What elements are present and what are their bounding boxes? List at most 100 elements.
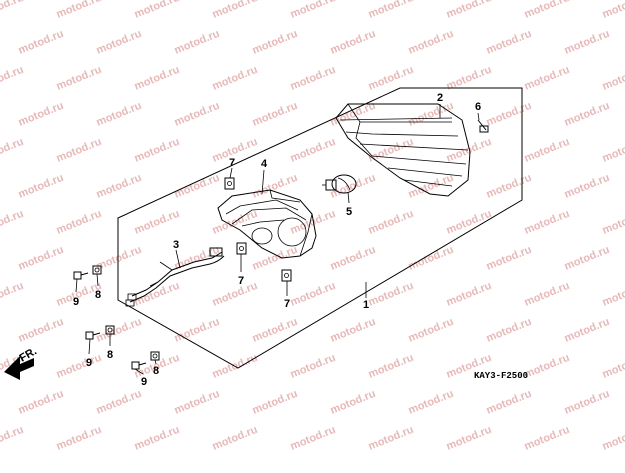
watermark-text: motod.ru (563, 172, 612, 201)
watermark-text: motod.ru (367, 0, 416, 21)
watermark-text: motod.ru (523, 64, 572, 93)
watermark-text: motod.ru (407, 388, 456, 417)
watermark-text: motod.ru (17, 100, 66, 129)
watermark-text: motod.ru (407, 316, 456, 345)
watermark-text: motod.ru (523, 424, 572, 453)
clip-bottom (281, 269, 292, 282)
watermark-text: motod.ru (0, 136, 25, 165)
watermark-text: motod.ru (445, 0, 494, 21)
watermark-text: motod.ru (367, 352, 416, 381)
watermark-text: motod.ru (251, 316, 300, 345)
watermark-text: motod.ru (173, 172, 222, 201)
watermark-text: motod.ru (407, 244, 456, 273)
watermark-text: motod.ru (95, 316, 144, 345)
watermark-text: motod.ru (563, 100, 612, 129)
callout-8-mid: 8 (107, 349, 113, 361)
screw-top-right (477, 119, 489, 133)
watermark-text: motod.ru (445, 424, 494, 453)
lamp-housing (217, 189, 317, 259)
watermark-text: motod.ru (367, 280, 416, 309)
watermark-text: motod.ru (17, 244, 66, 273)
watermark-text: motod.ru (133, 64, 182, 93)
watermark-text: motod.ru (95, 100, 144, 129)
watermark-text: motod.ru (55, 352, 104, 381)
watermark-text: motod.ru (173, 388, 222, 417)
callout-1: 1 (363, 299, 369, 311)
watermark-text: motod.ru (211, 280, 260, 309)
bolt-mid (85, 331, 101, 340)
watermark-text: motod.ru (0, 424, 25, 453)
watermark-text: motod.ru (133, 280, 182, 309)
callout-7-mid: 7 (238, 275, 244, 287)
watermark-text: motod.ru (289, 0, 338, 21)
watermark-text: motod.ru (173, 28, 222, 57)
watermark-text: motod.ru (0, 208, 25, 237)
watermark-text: motod.ru (563, 244, 612, 273)
watermark-text: motod.ru (17, 316, 66, 345)
watermark-text: motod.ru (55, 64, 104, 93)
watermark-layer: motod.ru motod.ru motod.ru motod.ru motod.ru… (0, 0, 625, 453)
watermark-text: motod.ru (601, 136, 625, 165)
watermark-text: motod.ru (367, 136, 416, 165)
watermark-text: motod.ru (563, 316, 612, 345)
watermark-text: motod.ru (251, 28, 300, 57)
watermark-text: motod.ru (523, 136, 572, 165)
watermark-text: motod.ru (55, 136, 104, 165)
bolt-top (73, 271, 89, 280)
watermark-text: motod.ru (329, 244, 378, 273)
watermark-text: motod.ru (523, 280, 572, 309)
watermark-text: motod.ru (601, 208, 625, 237)
callout-9-bottom: 9 (141, 376, 147, 388)
watermark-text: motod.ru (133, 208, 182, 237)
watermark-text: motod.ru (251, 244, 300, 273)
watermark-text: motod.ru (485, 28, 534, 57)
watermark-text: motod.ru (329, 28, 378, 57)
watermark-text: motod.ru (133, 136, 182, 165)
watermark-text: motod.ru (95, 172, 144, 201)
tail-lens (335, 103, 471, 197)
watermark-text: motod.ru (289, 424, 338, 453)
watermark-text: motod.ru (523, 352, 572, 381)
assembly-outline (117, 87, 523, 369)
watermark-text: motod.ru (0, 280, 25, 309)
watermark-text: motod.ru (0, 0, 25, 21)
watermark-text: motod.ru (445, 280, 494, 309)
watermark-text: motod.ru (329, 316, 378, 345)
watermark-text: motod.ru (17, 28, 66, 57)
callout-6: 6 (475, 101, 481, 113)
watermark-text: motod.ru (485, 100, 534, 129)
watermark-text: motod.ru (601, 0, 625, 21)
watermark-text: motod.ru (445, 208, 494, 237)
watermark-text: motod.ru (601, 424, 625, 453)
watermark-text: motod.ru (55, 208, 104, 237)
callout-5: 5 (346, 206, 352, 218)
watermark-text: motod.ru (563, 28, 612, 57)
watermark-text: motod.ru (95, 28, 144, 57)
watermark-text: motod.ru (211, 424, 260, 453)
watermark-text: motod.ru (485, 388, 534, 417)
callout-8-bottom: 8 (153, 365, 159, 377)
watermark-text: motod.ru (329, 388, 378, 417)
watermark-text: motod.ru (55, 424, 104, 453)
watermark-text: motod.ru (289, 64, 338, 93)
watermark-text: motod.ru (0, 64, 25, 93)
clip-mid (236, 242, 247, 255)
watermark-text: motod.ru (211, 64, 260, 93)
front-direction-arrow: FR. (4, 345, 39, 380)
watermark-text: motod.ru (173, 100, 222, 129)
bulb (322, 174, 357, 194)
callout-8-top: 8 (95, 289, 101, 301)
watermark-text: motod.ru (55, 0, 104, 21)
watermark-text: motod.ru (523, 208, 572, 237)
watermark-text: motod.ru (485, 172, 534, 201)
watermark-text: motod.ru (601, 280, 625, 309)
watermark-text: motod.ru (133, 424, 182, 453)
watermark-text: motod.ru (251, 100, 300, 129)
watermark-text: motod.ru (289, 280, 338, 309)
drawing-code: KAY3-F2500 (474, 371, 528, 381)
watermark-text: motod.ru (133, 0, 182, 21)
watermark-text: motod.ru (95, 244, 144, 273)
watermark-text: motod.ru (17, 172, 66, 201)
watermark-text: motod.ru (563, 388, 612, 417)
